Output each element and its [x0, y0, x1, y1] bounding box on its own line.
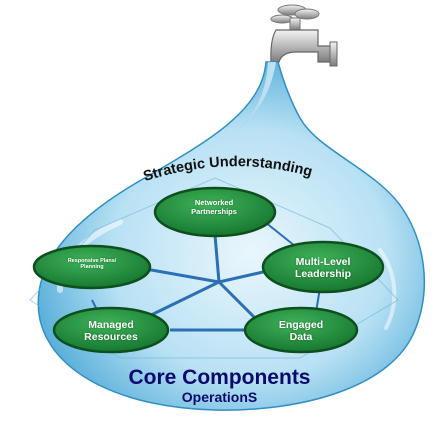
node-multi-level-leadership [261, 240, 385, 294]
node-managed-resources [52, 306, 170, 354]
node-networked-partnerships [153, 186, 277, 238]
managed-resources-label: Managed Resources [84, 319, 138, 344]
engaged-data-label: Engaged Data [278, 319, 324, 344]
shell-outline [29, 177, 399, 359]
node-responsive-planning [32, 244, 152, 290]
faucet-icon [270, 4, 338, 67]
networked-partnerships-label: Networked Partnerships [191, 198, 237, 216]
multi-level-leadership-label: Multi-Level Leadership [294, 256, 352, 281]
operations-subtitle: OperationS [181, 389, 258, 405]
node-engaged-data [243, 306, 359, 354]
responsive-planning-label: Responsive Plans/ Planning [67, 258, 117, 271]
core-components-title: Core Components [128, 366, 311, 389]
